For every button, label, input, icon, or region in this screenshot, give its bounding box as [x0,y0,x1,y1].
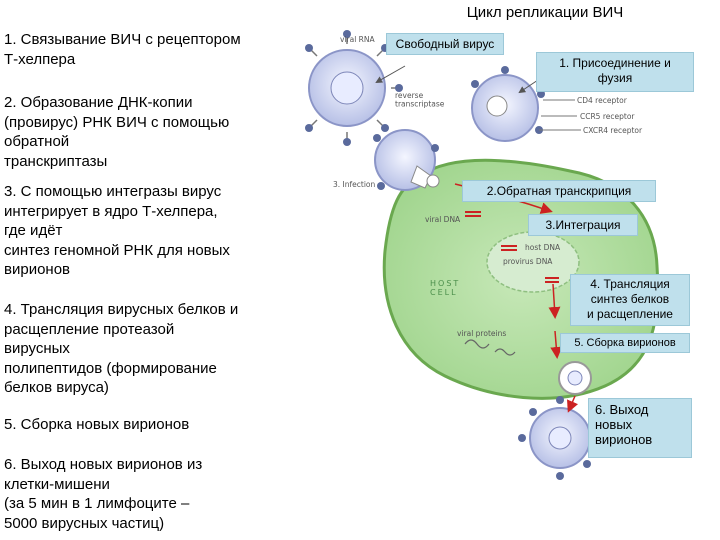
budding-virion [558,361,592,395]
viral-proteins-label: viral proteins [457,329,506,338]
callout-exit: 6. Выход новых вирионов [588,398,692,458]
process-arrow [548,283,561,319]
callout-assembly: 5. Сборка вирионов [560,333,690,353]
step-2-text: 2. Образование ДНК-копии (провирус) РНК … [4,94,230,170]
provirus-dna-strand [501,245,559,283]
callout-free-virus: Свободный вирус [386,33,504,55]
process-arrow [567,395,579,413]
step-3-text: 3. С помощью интегразы вирус интегрирует… [4,183,230,278]
infection-label: 3. Infection [333,180,375,189]
callout-arrow [375,65,406,83]
viral-dna-strand [465,211,481,217]
provirus-dna-label: provirus DNA [503,257,553,266]
cxcr4-receptor-label: CXCR4 receptor [583,126,643,135]
step-4-text: 4. Трансляция вирусных белков и расщепле… [4,301,239,396]
callout-attachment-fusion: 1. Присоединение и фузия [536,52,694,92]
attaching-virion [471,66,545,142]
callout-reverse-transcription: 2.Обратная транскрипция [462,180,656,202]
infecting-virion [373,129,439,191]
host-dna-label: host DNA [525,243,561,252]
step-5-text: 5. Сборка новых вирионов [4,416,190,433]
viral-rna-label: viral RNA [340,35,375,44]
callout-translation: 4. Трансляция синтез белков и расщеплени… [570,274,690,326]
entering-capsid [426,174,440,188]
cd4-receptor-label: CD4 receptor [577,96,628,105]
callout-integration: 3.Интеграция [528,214,638,236]
viral-dna-label: viral DNA [425,215,461,224]
step-1-text: 1. Связывание ВИЧ с рецептором Т-хелпера [4,31,241,68]
viral-proteins-squiggle [464,339,516,356]
diagram-title: Цикл репликации ВИЧ [466,4,624,21]
step-6-text: 6. Выход новых вирионов из клетки-мишени… [4,456,203,532]
ccr5-receptor-label: CCR5 receptor [580,112,635,121]
process-arrow [550,330,563,359]
